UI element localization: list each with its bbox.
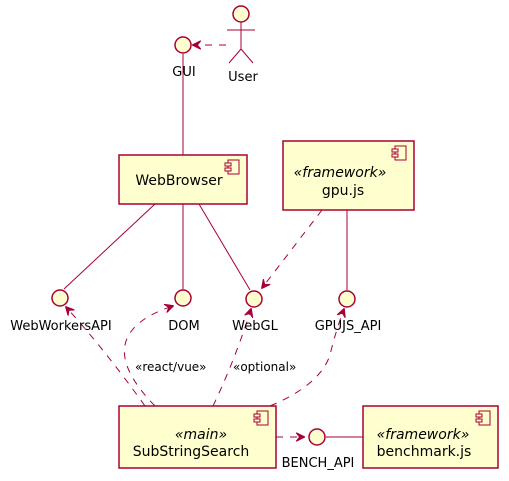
interface-bench-api: BENCH_API (282, 428, 355, 471)
interface-webgl: WebGL (232, 290, 279, 334)
interface-webgl-circle-icon (245, 290, 263, 308)
edge-webbrowser-webworkers (63, 203, 156, 290)
interface-gui-circle-icon (174, 36, 192, 54)
interface-gpujs-api-circle-icon (338, 290, 356, 308)
component-webbrowser-name: WebBrowser (135, 173, 222, 189)
edge-sss-dom (123, 306, 173, 407)
edge-sss-gpujsapi (269, 309, 344, 407)
edge-webbrowser-webgl (198, 203, 251, 291)
component-substringsearch-stereotype: «main» (175, 427, 227, 443)
edge-sss-webworkers (66, 307, 146, 407)
component-icon (224, 159, 240, 175)
component-benchmarkjs-name: benchmark.js (377, 444, 472, 460)
user-stick-figure-icon (227, 5, 255, 64)
interface-gui-label: GUI (172, 65, 195, 80)
component-icon (391, 145, 407, 161)
component-substringsearch: «main» SubStringSearch (118, 405, 277, 469)
interface-webworkers-circle-icon (51, 289, 69, 307)
interface-gui: GUI (172, 36, 196, 80)
component-benchmarkjs: «framework» benchmark.js (362, 405, 499, 469)
interface-webgl-label: WebGL (232, 319, 278, 334)
actor-user-label: User (228, 70, 258, 85)
interface-webworkers-label: WebWorkersAPI (10, 319, 111, 334)
component-substringsearch-name: SubStringSearch (133, 444, 250, 460)
interface-dom-circle-icon (174, 289, 192, 307)
interface-dom: DOM (168, 289, 200, 334)
component-icon (253, 410, 269, 426)
component-gpujs-name: gpu.js (322, 183, 364, 199)
component-gpujs: «framework» gpu.js (282, 140, 415, 211)
component-gpujs-stereotype: «framework» (294, 165, 387, 181)
interface-dom-label: DOM (168, 319, 199, 334)
interface-gpujs-api: GPUJS_API (315, 290, 382, 334)
interface-webworkersapi: WebWorkersAPI (10, 289, 112, 334)
component-benchmarkjs-stereotype: «framework» (377, 427, 470, 443)
actor-user: User (227, 5, 258, 85)
interface-gpujs-api-label: GPUJS_API (315, 319, 382, 334)
edge-gpujs-webgl (262, 209, 323, 288)
component-webbrowser: WebBrowser (118, 154, 248, 205)
interface-bench-api-label: BENCH_API (282, 456, 355, 471)
interface-bench-api-circle-icon (308, 428, 326, 446)
component-icon (475, 410, 491, 426)
edge-label-optional: «optional» (233, 360, 296, 374)
edge-label-react-vue: «react/vue» (135, 360, 207, 374)
